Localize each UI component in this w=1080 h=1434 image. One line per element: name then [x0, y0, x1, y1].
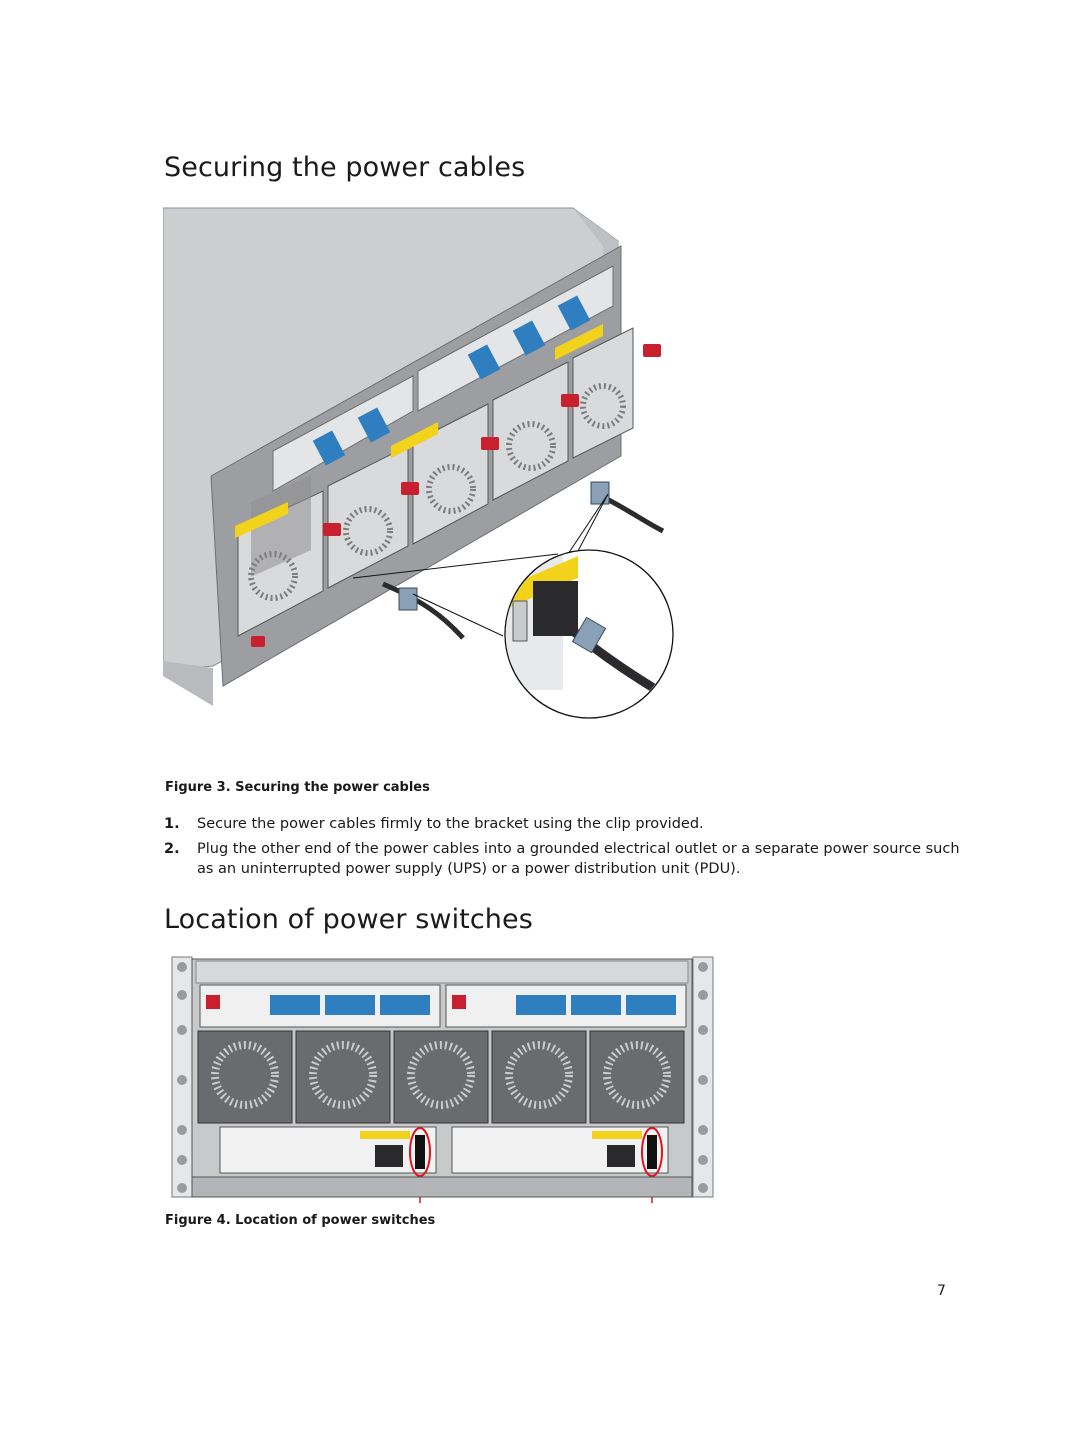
step-item: 1. Secure the power cables firmly to the…	[164, 814, 964, 834]
step-text: Secure the power cables firmly to the br…	[197, 816, 704, 832]
caution-labels	[235, 324, 603, 538]
magnified-detail-circle	[504, 549, 674, 719]
fan-modules	[237, 327, 661, 647]
controller-modules	[272, 265, 614, 492]
figure-location-power-switches	[171, 956, 714, 1203]
instruction-steps: 1. Secure the power cables firmly to the…	[164, 814, 964, 884]
figure-securing-power-cables	[163, 207, 674, 719]
section-title-power-switches: Location of power switches	[164, 904, 533, 935]
step-number: 1.	[164, 816, 180, 832]
figure-4-caption: Figure 4. Location of power switches	[165, 1213, 436, 1228]
page-number: 7	[937, 1283, 946, 1299]
step-number: 2.	[164, 841, 180, 857]
step-text: Plug the other end of the power cables i…	[197, 841, 960, 877]
step-item: 2. Plug the other end of the power cable…	[164, 839, 964, 879]
power-supply-units	[219, 1126, 669, 1174]
figure-3-caption: Figure 3. Securing the power cables	[165, 780, 430, 795]
fan-modules	[197, 1030, 685, 1124]
controller-modules	[199, 984, 687, 1028]
section-title-securing-cables: Securing the power cables	[164, 152, 526, 183]
